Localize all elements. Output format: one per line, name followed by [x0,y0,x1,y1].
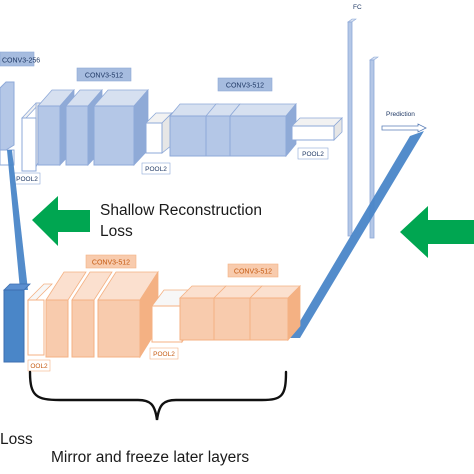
encoder-conv-group-2 [169,102,297,158]
conv-512-label-b: CONV3-512 [226,83,264,90]
left-loss-label: Loss [0,431,33,448]
pool-label-bottom-2: POOL2 [153,351,175,358]
green-left-arrow-icon-right [400,206,474,258]
pool-label-top-3: POOL2 [302,151,324,158]
conv-256-tag [0,51,35,67]
fc-layer-2 [369,56,379,239]
funnel-left [7,150,28,290]
conv-256-label: CONV3-256 [2,58,40,65]
curly-brace-icon [28,370,288,421]
conv-512-tag-b [217,77,273,92]
pool-tag-bottom-1 [27,359,51,372]
fc-layer-1 [347,18,357,237]
pool-tag-top-3 [297,147,329,160]
pool-label-bottom-1: OOL2 [30,363,48,370]
conv-512-bottom-label-a: CONV3-512 [92,260,130,267]
conv-512-bottom-tag-b [227,263,279,278]
green-left-arrow-icon [32,196,90,246]
encoder-pool-block-1 [21,102,41,172]
encoder-conv-group-1 [37,88,149,167]
prediction-arrow-icon [381,123,427,133]
pool-label-top-1: POOL2 [16,176,38,183]
mirror-caption: Mirror and freeze later layers [51,449,249,466]
encoder-pool-block-2 [145,112,173,154]
decoder-pool-block-1 [27,283,53,356]
shallow-loss-label-line1: Shallow Reconstruction [100,202,262,219]
encoder-pool-block-3 [291,117,343,141]
decoder-conv-group-1 [45,270,159,359]
pool-label-top-2: POOL2 [145,166,167,173]
conv-512-bottom-tag-a [85,254,137,269]
conv-512-label-a: CONV3-512 [85,73,123,80]
conv-512-bottom-label-b: CONV3-512 [234,269,272,276]
decoder-blue-end-block [3,283,31,363]
encoder-block-cutoff [0,81,15,151]
fc-label: FC [353,4,362,11]
pool-tag-bottom-2 [149,347,179,360]
pool-tag-top-2 [141,162,171,175]
shallow-loss-label-line2: Loss [100,223,133,240]
conv-512-tag-a [76,67,132,82]
funnel-right [290,131,424,338]
prediction-label: Prediction [386,111,415,118]
decoder-conv-group-2 [179,285,301,342]
